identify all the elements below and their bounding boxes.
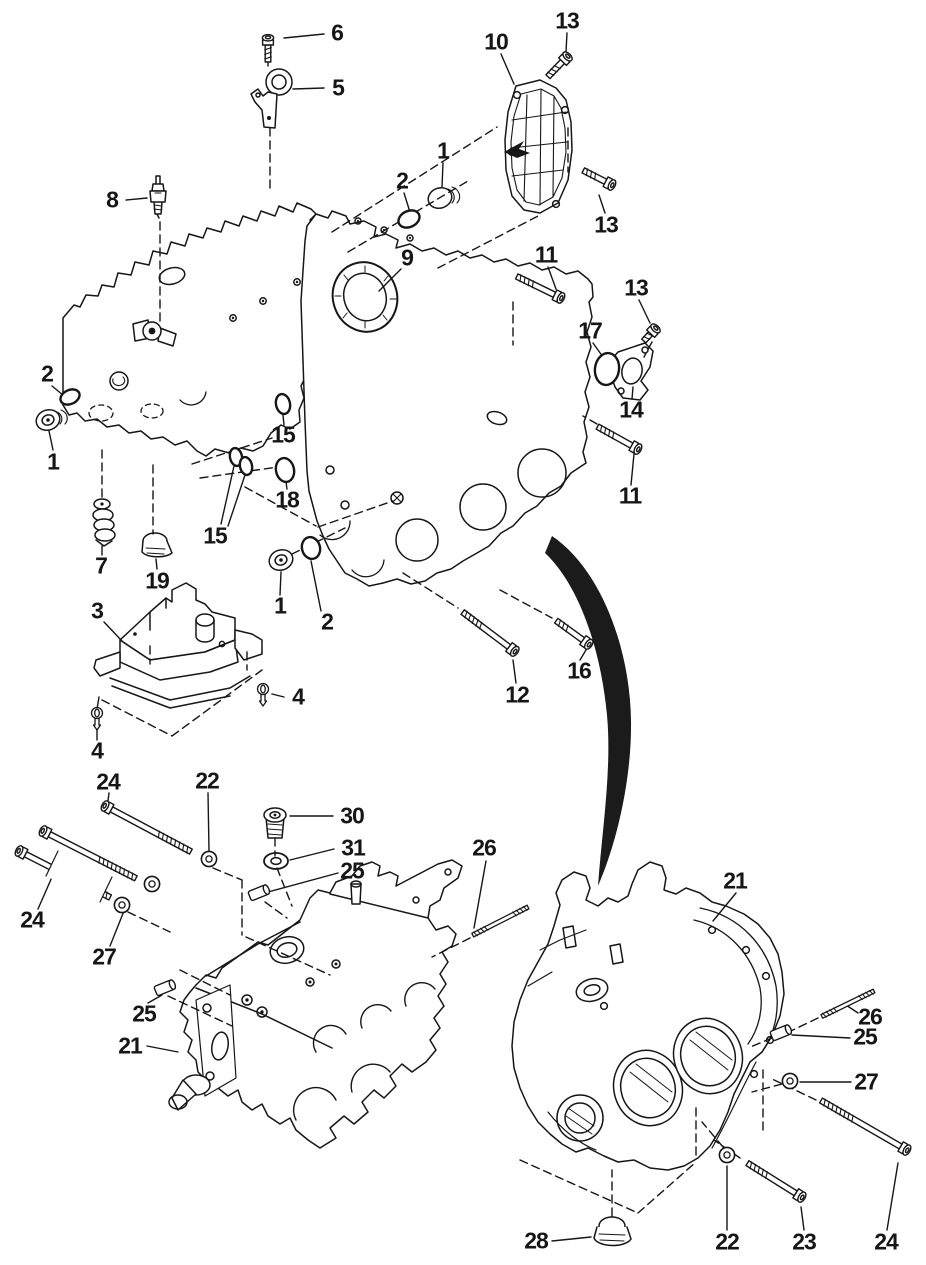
bolt-icon xyxy=(818,1097,912,1156)
relief-valve xyxy=(92,498,116,547)
bolt-icon xyxy=(460,609,520,657)
washer-icon xyxy=(143,875,161,893)
washer-icon xyxy=(200,850,218,868)
o-ring-icon xyxy=(274,392,292,416)
stud-bolt-icon xyxy=(820,988,876,1019)
o-ring-icon xyxy=(397,209,421,229)
gasket-washer-31 xyxy=(263,852,289,870)
protector-plate xyxy=(93,582,263,709)
left-cylinder-block xyxy=(168,859,463,1149)
bolt-icon xyxy=(38,825,138,882)
oil-gallery-plug xyxy=(263,807,287,839)
dowel-pin-icon xyxy=(153,979,177,997)
bolt-icon xyxy=(581,167,617,191)
divider-swoosh xyxy=(545,536,632,886)
o-ring-icon xyxy=(300,535,322,561)
bolt-icon xyxy=(261,33,275,63)
seal-ring xyxy=(331,261,399,333)
washer-icon xyxy=(718,1146,736,1164)
hanger-bracket xyxy=(250,68,293,129)
stud-bolt-icon xyxy=(471,904,530,938)
leader-lines xyxy=(37,32,899,1242)
washer-icon xyxy=(113,896,131,914)
bolt-icon xyxy=(641,323,661,344)
right-crankcase-half-outline xyxy=(300,210,594,587)
o-ring-icon xyxy=(238,455,254,477)
dowel-pin-icon xyxy=(769,1024,793,1042)
temperature-sensor xyxy=(149,175,167,219)
o-ring-icon xyxy=(593,351,621,387)
socket-plug-bottom-center xyxy=(268,548,294,572)
screw-icon xyxy=(90,706,104,731)
dowel-pin-icon xyxy=(247,884,271,902)
bolt-icon xyxy=(595,423,643,455)
washer-icon xyxy=(781,1072,799,1090)
bolt-icon xyxy=(553,617,594,650)
right-cylinder-block xyxy=(511,861,785,1171)
bolt-icon xyxy=(100,800,193,855)
socket-plug-left xyxy=(35,408,68,432)
cup-plug-19 xyxy=(141,532,173,558)
cup-plug-28 xyxy=(593,1216,632,1247)
bolt-icon xyxy=(514,273,566,304)
left-crankcase-half-outline xyxy=(62,202,320,457)
access-cover-plate xyxy=(504,79,573,214)
bolt-icon xyxy=(545,51,573,80)
screw-icon xyxy=(256,682,270,707)
o-ring-icon xyxy=(59,388,81,406)
bolt-icon xyxy=(745,1160,807,1203)
o-ring-icon xyxy=(274,456,296,484)
